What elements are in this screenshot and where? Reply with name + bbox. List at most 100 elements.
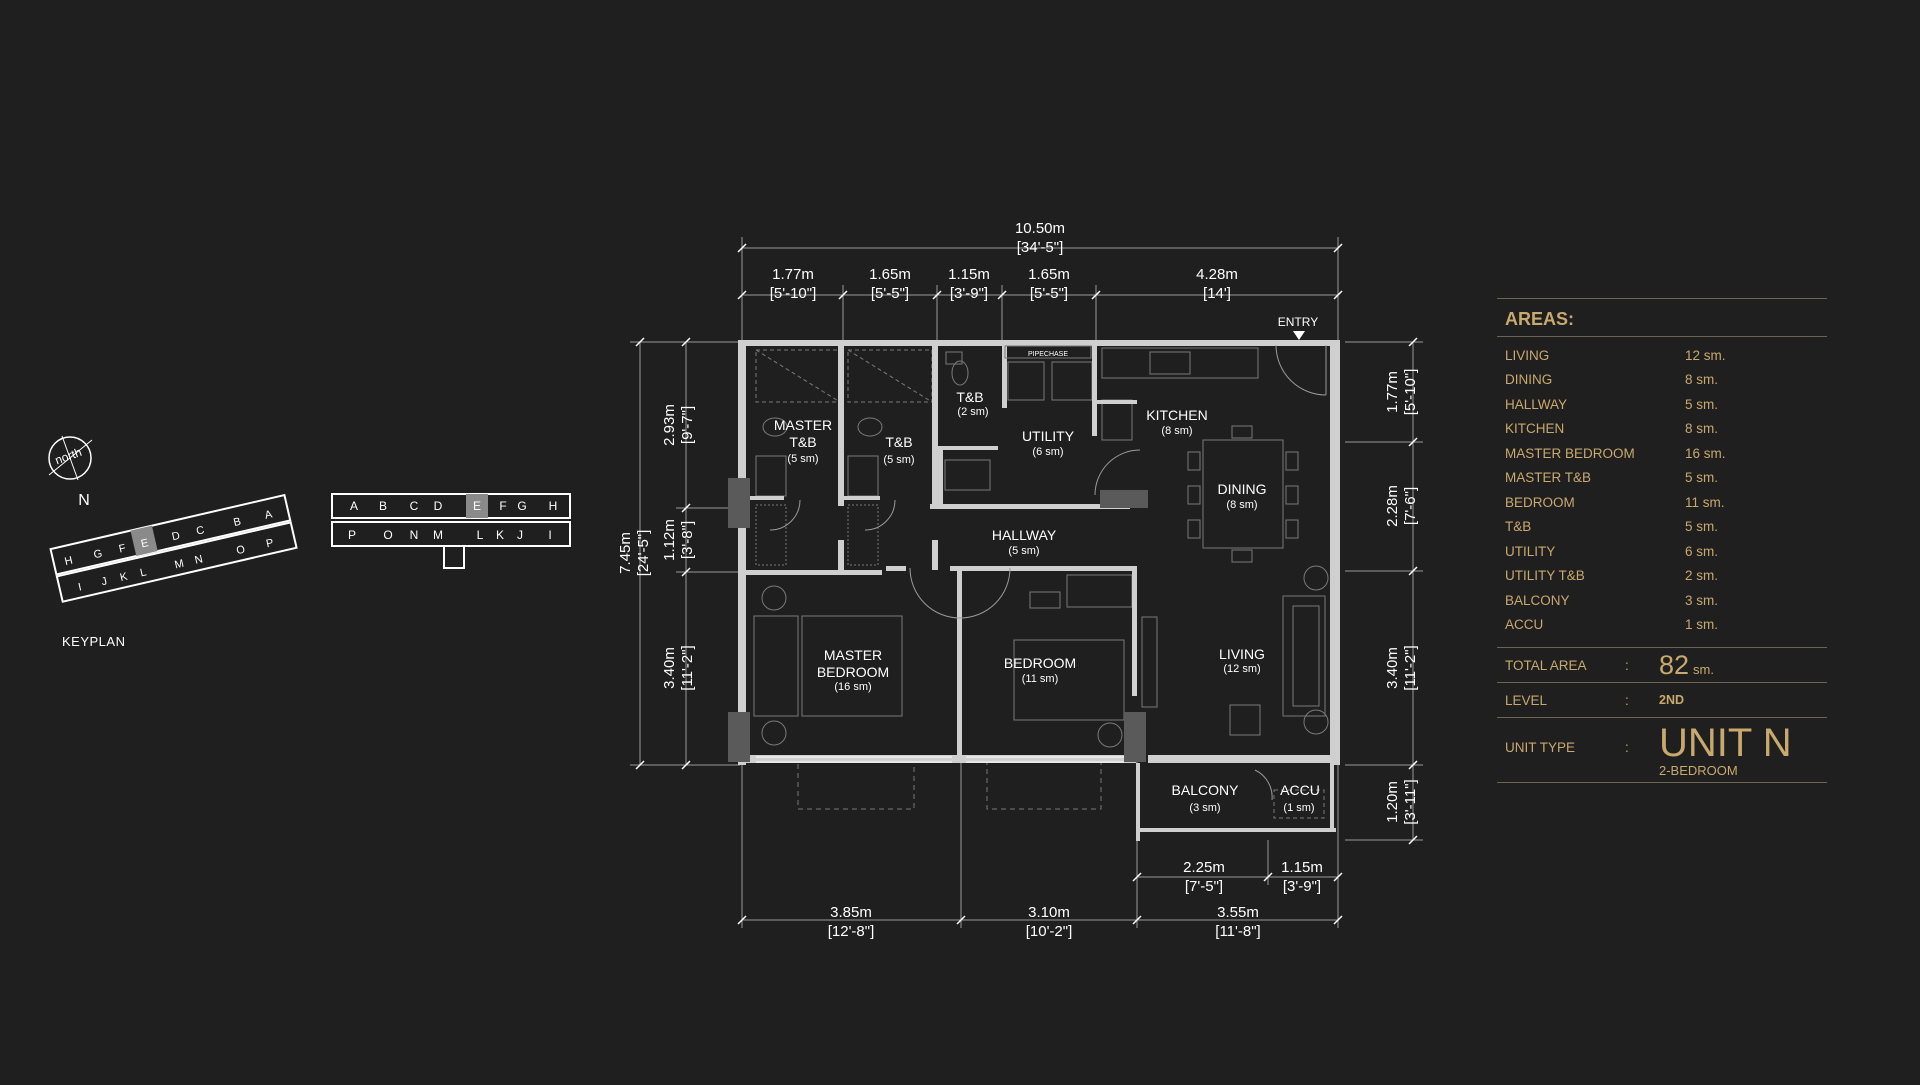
kp2-top-6: G [517, 499, 526, 513]
level-value: 2ND [1659, 693, 1685, 707]
area-name: ACCU [1505, 617, 1544, 633]
compass-icon [48, 435, 93, 481]
utility-area: (6 sm) [1032, 446, 1063, 458]
area-name: UTILITY [1505, 543, 1556, 559]
top-dim-3-ft: [3'-9"] [950, 285, 988, 302]
right-dim-3-ft: [11'-2"] [1402, 645, 1419, 690]
master-tb-line1: MASTER [774, 417, 832, 433]
left-dim-3-m: 3.40m [661, 647, 678, 689]
living-area: (12 sm) [1223, 663, 1260, 675]
master-tb-area: (5 sm) [787, 453, 818, 465]
master-bedroom-line2: BEDROOM [817, 664, 889, 680]
unit-type-sub: 2-BEDROOM [1659, 762, 1738, 778]
left-dim-2-m: 1.12m [661, 519, 678, 561]
area-value: 1 sm. [1685, 617, 1719, 633]
areas-top-rule [1497, 298, 1827, 299]
kp1-top-0: H [64, 555, 74, 568]
kitchen-area: (8 sm) [1161, 425, 1192, 437]
unit-type-value: UNIT N [1659, 720, 1792, 765]
area-value: 11 sm. [1685, 494, 1725, 510]
right-dim-1-ft: [5'-10"] [1402, 369, 1419, 416]
balcony-dim-1-m: 2.25m [1183, 859, 1225, 876]
tb-small-area: (2 sm) [957, 406, 988, 418]
unit-type-colon: : [1625, 739, 1629, 755]
dimension-ticks [635, 243, 1418, 925]
compass-north-label: north [53, 445, 83, 468]
overall-width-ft: [34'-5"] [1017, 239, 1064, 256]
kp1-top-1: G [92, 548, 103, 562]
kp1-top-6: B [232, 516, 242, 529]
area-value: 8 sm. [1685, 421, 1719, 437]
top-dim-1-m: 1.77m [772, 266, 814, 283]
pipe-chase [1004, 345, 1092, 359]
balcony-area: (3 sm) [1189, 802, 1220, 814]
pipe-chase-label: PIPECHASE [1028, 351, 1068, 358]
overall-depth-ft: [24'-5"] [635, 530, 652, 577]
right-dim-2-ft: [7'-6"] [1402, 487, 1419, 525]
kp2-bottom-7: I [548, 528, 551, 542]
kp1-bottom-3: L [139, 566, 148, 579]
windows [756, 756, 1124, 763]
balcony-dim-2-m: 1.15m [1281, 859, 1323, 876]
total-area-row: TOTAL AREA : 82 sm. [1497, 648, 1827, 682]
kp2-bottom-1: O [383, 528, 392, 542]
bottom-dim-3-ft: [11'-8"] [1215, 923, 1260, 940]
top-dim-5-ft: [14'] [1203, 285, 1231, 302]
left-dim-3-ft: [11'-2"] [679, 645, 696, 690]
top-dim-1-ft: [5'-10"] [770, 285, 817, 302]
bottom-dim-1-m: 3.85m [830, 904, 872, 921]
top-dim-4-ft: [5'-5"] [1030, 285, 1068, 302]
tb-mid-name: T&B [885, 434, 912, 450]
bottom-dim-2-m: 3.10m [1028, 904, 1070, 921]
area-value: 16 sm. [1685, 445, 1726, 461]
area-name: BALCONY [1505, 592, 1570, 608]
level-label: LEVEL [1505, 692, 1548, 708]
area-value: 5 sm. [1685, 396, 1719, 412]
kp2-top-5: F [499, 499, 506, 513]
left-dim-1-ft: [9'-7"] [679, 406, 696, 444]
area-name: MASTER T&B [1505, 470, 1592, 486]
kp1-top-2: F [118, 542, 128, 555]
overall-depth-m: 7.45m [617, 532, 634, 574]
dining-name: DINING [1218, 481, 1267, 497]
area-row: ACCU 1 sm. [1497, 613, 1827, 638]
door-swings [769, 344, 1327, 801]
kp1-bottom-4: M [174, 558, 186, 572]
kp1-bottom-6: O [235, 543, 246, 557]
balcony-name: BALCONY [1172, 782, 1240, 798]
master-bedroom-area: (16 sm) [834, 681, 871, 693]
unit-type-block: UNIT N 2-BEDROOM [1659, 723, 1792, 778]
panel-bottom-rule [1497, 782, 1827, 783]
keyplan-label: KEYPLAN [62, 634, 126, 649]
bottom-dim-3-m: 3.55m [1217, 904, 1259, 921]
kp2-top-3: D [434, 499, 443, 513]
area-value: 6 sm. [1685, 543, 1719, 559]
area-name: HALLWAY [1505, 396, 1568, 412]
entry-arrow-icon [1293, 331, 1305, 340]
kp2-bottom-6: J [517, 528, 523, 542]
kp2-top-2: C [410, 499, 419, 513]
furniture-layer [753, 347, 1329, 819]
living-name: LIVING [1219, 646, 1265, 662]
kitchen-name: KITCHEN [1146, 407, 1207, 423]
kp1-top-4: D [171, 530, 181, 543]
area-value: 3 sm. [1685, 592, 1719, 608]
bedroom-name: BEDROOM [1004, 655, 1076, 671]
total-area-colon: : [1625, 657, 1629, 673]
area-value: 2 sm. [1685, 568, 1719, 584]
level-row: LEVEL : 2ND [1497, 683, 1827, 717]
top-dim-2-m: 1.65m [869, 266, 911, 283]
kp2-top-0: A [350, 499, 358, 513]
total-top-rule [1497, 647, 1827, 648]
kp2-bottom-4: L [477, 528, 484, 542]
areas-title: AREAS: [1505, 309, 1575, 329]
accu-name: ACCU [1280, 782, 1320, 798]
